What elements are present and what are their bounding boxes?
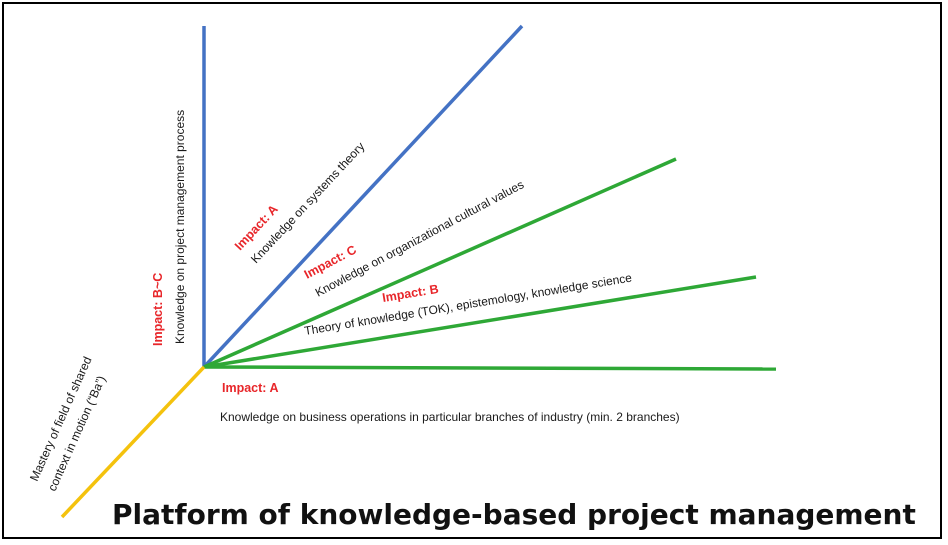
branch-line-systems-theory [202, 24, 524, 369]
label-pm-process: Knowledge on project management process [173, 110, 187, 344]
label-business-operations: Knowledge on business operations in part… [220, 410, 680, 424]
branch-line-ba [60, 365, 206, 519]
impact-pm-process: Impact: B~C [151, 273, 165, 346]
branch-line-business-operations [203, 365, 777, 371]
branch-line-cultural-values [203, 157, 677, 369]
diagram-title: Platform of knowledge-based project mana… [112, 498, 916, 531]
diagram-frame [2, 2, 942, 539]
branch-line-tok [203, 275, 757, 369]
impact-business-operations: Impact: A [222, 381, 279, 395]
